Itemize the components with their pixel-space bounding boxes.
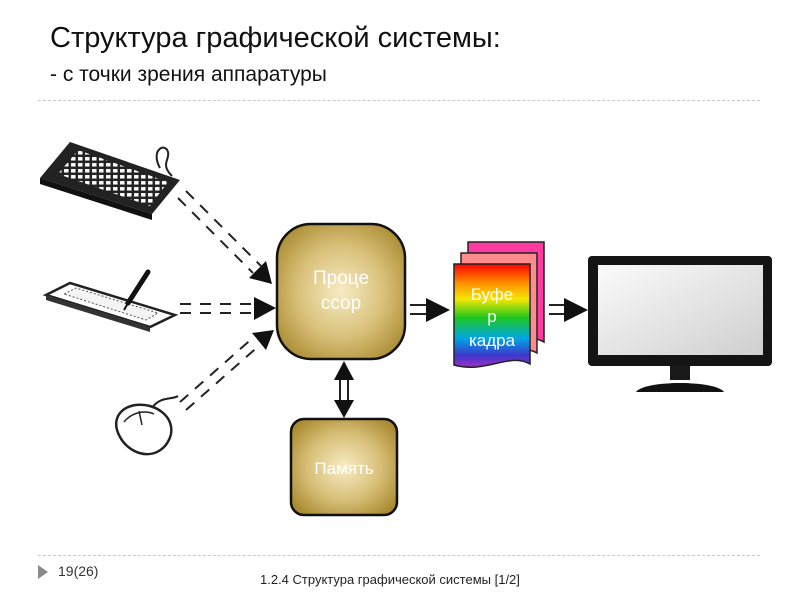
processor-to-buffer-arrow <box>410 298 450 322</box>
input-arrows <box>177 190 262 411</box>
graphics-tablet-icon <box>42 269 179 332</box>
keyboard-arrow-line-b <box>185 190 262 267</box>
memory-label: Память <box>314 459 373 478</box>
buffer-label-line-2: р <box>487 307 496 326</box>
memory-block: Память <box>289 417 399 517</box>
keyboard-icon <box>40 142 180 220</box>
keyboard-arrow-line-a <box>177 197 254 274</box>
mouse-arrow-line-b <box>185 343 262 411</box>
processor-block: Проце ссор <box>275 222 407 361</box>
buffer-to-monitor-arrow <box>549 298 588 322</box>
section-caption: 1.2.4 Структура графической системы [1/2… <box>260 572 520 587</box>
footer-divider <box>38 555 760 556</box>
buffer-label-line-3: кадра <box>469 331 516 350</box>
input-arrowheads <box>249 261 276 350</box>
page-subtitle: - с точки зрения аппаратуры <box>50 63 327 86</box>
tablet-arrowhead <box>254 297 276 320</box>
monitor-icon <box>588 256 772 392</box>
frame-buffer-page-front <box>453 263 531 368</box>
page-number: 19(26) <box>58 563 99 579</box>
mouse-arrow-line-a <box>179 335 256 403</box>
processor-label-line-2: ссор <box>321 293 361 314</box>
frame-buffer: Буфе р кадра <box>453 241 545 368</box>
mouse-arrowhead <box>252 330 274 350</box>
buffer-label-line-1: Буфе <box>471 285 514 304</box>
page-title: Структура графической системы: <box>50 22 501 54</box>
next-slide-arrow-icon[interactable] <box>38 565 48 579</box>
mouse-icon <box>114 395 179 456</box>
header-divider <box>38 100 760 101</box>
keyboard-arrowhead <box>249 261 272 284</box>
processor-label-line-1: Проце <box>313 268 369 289</box>
processor-memory-arrow <box>334 361 354 418</box>
